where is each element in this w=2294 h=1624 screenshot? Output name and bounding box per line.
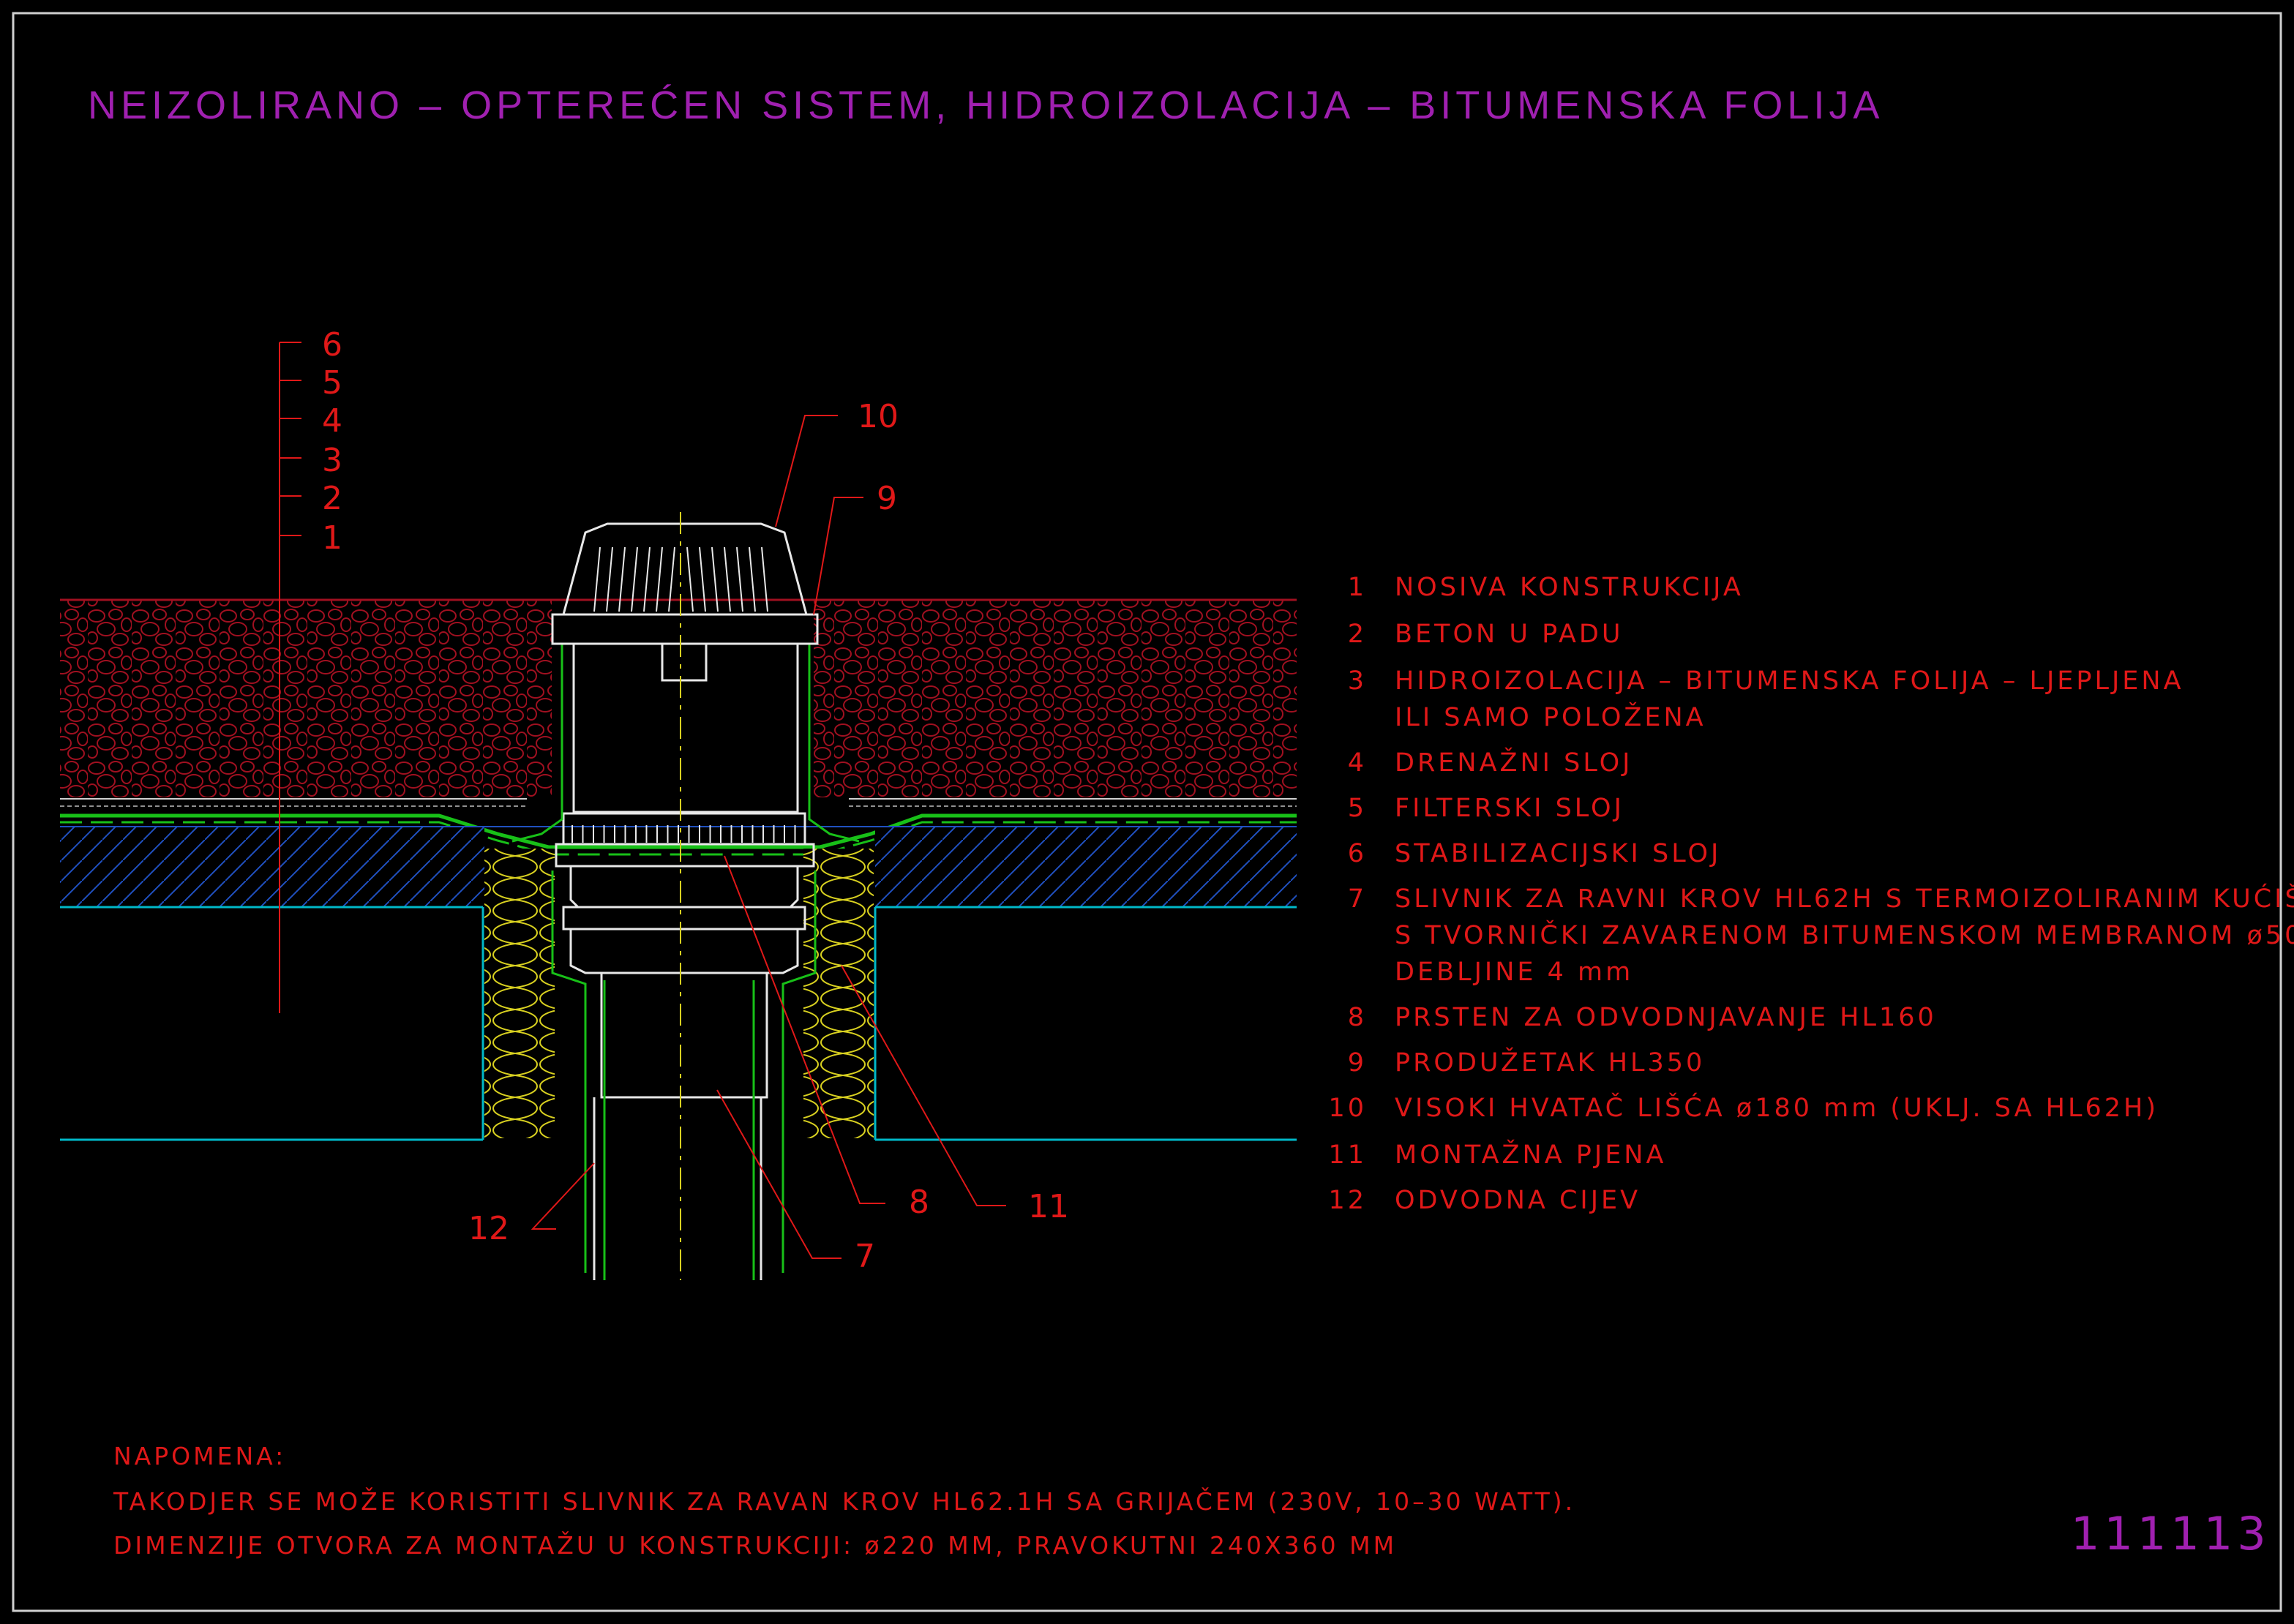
- legend-number-10: 10: [1328, 1094, 1367, 1123]
- layer-scale-label-2: 2: [322, 480, 342, 517]
- leaf-guard-slot: [593, 546, 601, 612]
- leaf-guard-slots: [593, 546, 768, 612]
- drawing-frame: [12, 12, 2282, 1612]
- legend-text-4-1: DRENAŽNI SLOJ: [1395, 747, 1633, 778]
- legend-number-11: 11: [1328, 1140, 1367, 1170]
- note-line-1: TAKODJER SE MOŽE KORISTITI SLIVNIK ZA RA…: [113, 1486, 1575, 1516]
- drainage-ring-grate: [571, 825, 796, 843]
- legend-number-1: 1: [1348, 573, 1367, 602]
- leaf-guard-slot: [699, 546, 706, 612]
- gravel-layer-right: [814, 600, 1297, 797]
- outlet-pipe-green: [603, 980, 755, 1280]
- layer-scale-label-5: 5: [322, 364, 342, 402]
- legend-text-7-1: SLIVNIK ZA RAVNI KROV HL62H S TERMOIZOLI…: [1395, 883, 2294, 914]
- legend-text-3-2: ILI SAMO POLOŽENA: [1395, 702, 1706, 732]
- leaf-guard-slot: [711, 546, 719, 612]
- layer-scale-label-4: 4: [322, 402, 342, 440]
- roof-drain-body: [555, 642, 815, 1099]
- leaf-guard-slot: [618, 546, 626, 612]
- leaf-guard-slot: [724, 546, 731, 612]
- leaf-guard-slot: [631, 546, 638, 612]
- leaf-guard-slot: [668, 546, 675, 612]
- note-heading: NAPOMENA:: [113, 1442, 286, 1470]
- legend-text-7-2: S TVORNIČKI ZAVARENOM BITUMENSKOM MEMBRA…: [1395, 920, 2294, 950]
- callout-9: 9: [877, 480, 897, 517]
- bitumen-membrane: [60, 813, 1297, 849]
- load-bearing-slab: [60, 907, 1297, 1141]
- leaf-guard-slot: [736, 546, 743, 612]
- legend-number-4: 4: [1348, 748, 1367, 778]
- callout-12: 12: [468, 1210, 509, 1247]
- layer-scale-label-1: 1: [322, 519, 342, 557]
- legend-text-8-1: PRSTEN ZA ODVODNJAVANJE HL160: [1395, 1003, 1937, 1032]
- outlet-pipe: [593, 1097, 762, 1280]
- leaf-guard-dome: [551, 522, 819, 682]
- legend-text-12-1: ODVODNA CIJEV: [1395, 1186, 1641, 1215]
- legend-text-5-1: FILTERSKI SLOJ: [1395, 794, 1624, 823]
- sloped-concrete-right: [875, 827, 1297, 907]
- filter-drainage-layers: [60, 798, 1297, 807]
- legend-text-3-1: HIDROIZOLACIJA – BITUMENSKA FOLIJA – LJE…: [1395, 666, 2184, 696]
- callout-7: 7: [855, 1238, 875, 1275]
- legend: 1 NOSIVA KONSTRUKCIJA 2 BETON U PADU 3 HIDROI…: [1328, 573, 2294, 1215]
- leaf-guard-slot: [656, 546, 663, 612]
- legend-text-1-1: NOSIVA KONSTRUKCIJA: [1395, 573, 1744, 602]
- layer-scale-label-6: 6: [322, 326, 342, 364]
- legend-text-11-1: MONTAŽNA PJENA: [1395, 1139, 1666, 1170]
- callout-10: 10: [858, 398, 899, 435]
- gravel-layer-left: [60, 600, 552, 797]
- legend-number-9: 9: [1348, 1048, 1367, 1078]
- mounting-foam-left: [484, 849, 555, 1138]
- layer-scale-label-3: 3: [322, 442, 342, 479]
- legend-number-3: 3: [1348, 666, 1367, 696]
- drain-body-green-outline: [511, 644, 860, 1273]
- leaf-guard-slot: [643, 546, 651, 612]
- leaf-guard-slot: [749, 546, 756, 612]
- legend-text-6-1: STABILIZACIJSKI SLOJ: [1395, 839, 1721, 868]
- legend-number-8: 8: [1348, 1003, 1367, 1032]
- bitumen-membrane-dashes: [60, 821, 1297, 856]
- note-line-2: DIMENZIJE OTVORA ZA MONTAŽU U KONSTRUKCI…: [113, 1530, 1397, 1560]
- callout-11: 11: [1028, 1188, 1069, 1225]
- leaf-guard-slot: [606, 546, 613, 612]
- drawing-code: 111113: [2071, 1507, 2271, 1560]
- legend-text-10-1: VISOKI HVATAČ LIŠĆA ø180 mm (UKLJ. SA HL…: [1395, 1092, 2159, 1123]
- legend-number-7: 7: [1348, 884, 1367, 914]
- leaf-guard-slot: [686, 546, 694, 612]
- leaf-guard-slot: [761, 546, 768, 612]
- legend-number-6: 6: [1348, 839, 1367, 868]
- callout-8: 8: [909, 1184, 929, 1221]
- callout-leaders: [531, 415, 1006, 1259]
- legend-number-2: 2: [1348, 620, 1367, 649]
- legend-text-7-3: DEBLJINE 4 mm: [1395, 958, 1633, 987]
- mounting-foam-right: [803, 849, 874, 1138]
- layer-scale: [279, 342, 301, 1013]
- drawing-title: NEIZOLIRANO – OPTEREĆEN SISTEM, HIDROIZO…: [88, 83, 1883, 127]
- legend-text-2-1: BETON U PADU: [1395, 620, 1623, 649]
- legend-number-5: 5: [1348, 794, 1367, 823]
- legend-number-12: 12: [1328, 1186, 1367, 1215]
- legend-text-9-1: PRODUŽETAK HL350: [1395, 1047, 1705, 1078]
- sloped-concrete-left: [60, 827, 484, 907]
